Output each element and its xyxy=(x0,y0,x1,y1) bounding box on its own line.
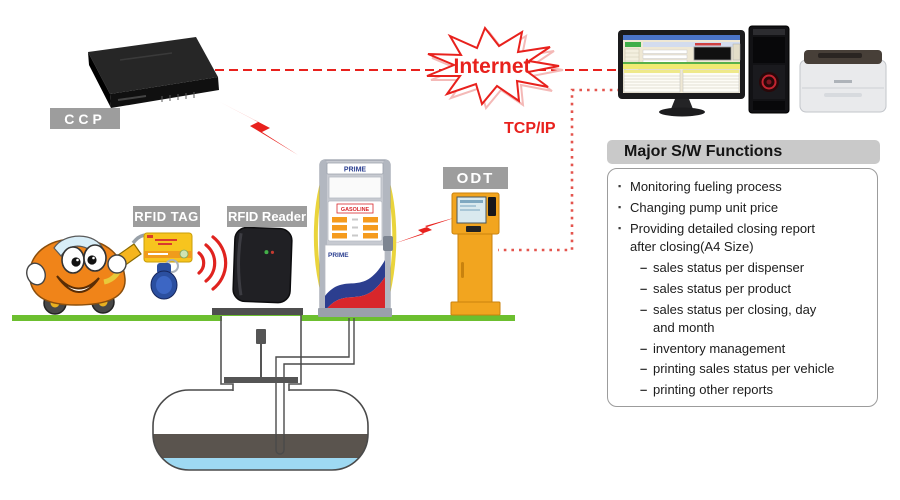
bullet-icon: ▪ xyxy=(618,222,622,233)
dash-icon: – xyxy=(640,259,648,275)
dash-icon: – xyxy=(640,361,648,377)
sw-functions-panel: ▪ Monitoring fueling process ▪ Changing … xyxy=(607,168,878,407)
internet-label: Internet xyxy=(453,55,531,78)
manhole-cover xyxy=(212,308,303,315)
suction-pipe xyxy=(275,318,355,455)
tcpip-dotted-line xyxy=(498,88,620,252)
bullet-icon: ▪ xyxy=(618,181,622,191)
rfid-keyfob xyxy=(150,259,179,300)
dash-icon: – xyxy=(640,340,648,356)
lightning-icon xyxy=(220,102,298,155)
odt-kiosk xyxy=(450,192,501,316)
dash-icon: – xyxy=(640,280,648,296)
bullet-icon: ▪ xyxy=(618,201,622,212)
printer xyxy=(799,50,887,113)
storage-tank xyxy=(152,308,369,471)
dispenser-fuel-type: GASOLINE xyxy=(341,207,370,213)
car-character xyxy=(26,233,153,315)
lightning-icon xyxy=(393,217,457,244)
list-item: ▪ Monitoring fueling process xyxy=(618,179,782,194)
list-subitem: – printing sales status per vehicle xyxy=(640,361,835,377)
dash-icon: – xyxy=(640,301,648,317)
internet-burst-icon xyxy=(426,26,564,111)
desktop-monitor xyxy=(618,30,745,117)
rfid-reader-device xyxy=(232,226,293,304)
rfid-tag-card xyxy=(143,232,193,263)
sw-functions-title: Major S/W Functions xyxy=(607,140,880,164)
fuel-dispenser: PRIME GASOLINE PRIME xyxy=(313,159,397,317)
level-probe xyxy=(256,329,266,344)
rfid-reader-label: RFID Reader xyxy=(227,206,307,227)
dispenser-brand-top: PRIME xyxy=(344,167,367,174)
dash-icon: – xyxy=(640,382,648,398)
ccp-device xyxy=(88,37,219,108)
list-subitem: – sales status per closing, day and mont… xyxy=(640,301,817,335)
list-subitem: – inventory management xyxy=(640,340,786,356)
list-subitem: – sales status per product xyxy=(640,280,792,296)
odt-label: ODT xyxy=(443,167,508,189)
list-item: ▪ Changing pump unit price xyxy=(618,199,779,215)
list-item: ▪ Providing detailed closing report afte… xyxy=(618,220,815,254)
list-subitem: – printing other reports xyxy=(640,382,773,398)
tcpip-label: TCP/IP xyxy=(504,120,556,137)
rfid-signal-icon xyxy=(197,235,228,291)
rfid-tag-label: RFID TAG xyxy=(133,206,200,227)
list-subitem: – sales status per dispenser xyxy=(640,259,805,275)
pc-tower xyxy=(748,25,790,114)
ccp-label: CCP xyxy=(50,108,120,129)
dispenser-brand-body: PRIME xyxy=(328,252,349,259)
